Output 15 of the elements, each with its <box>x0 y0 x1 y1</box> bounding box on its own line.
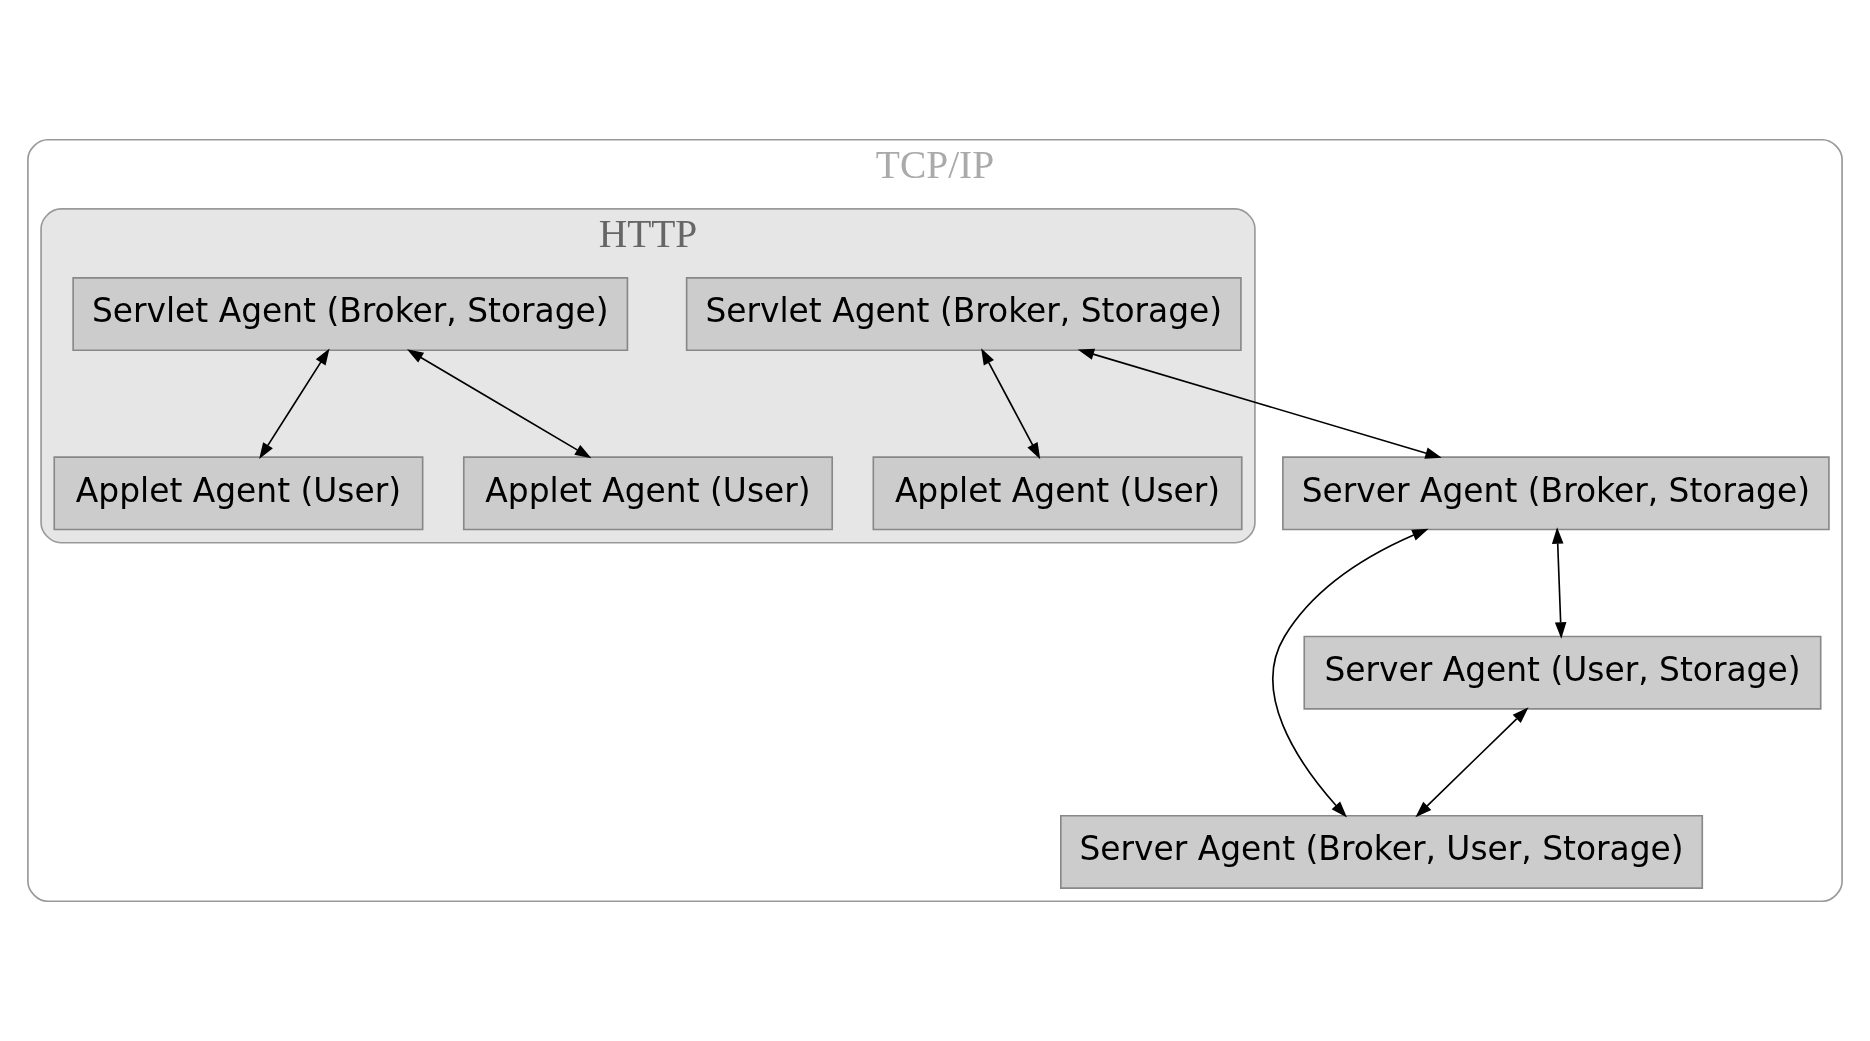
node-box: Server Agent (Broker, User, Storage) <box>1060 814 1704 889</box>
arrow <box>1077 348 1442 459</box>
node-box: Servlet Agent (Broker, Storage) <box>72 277 629 352</box>
arrow <box>981 348 1041 460</box>
node-box: Applet Agent (User) <box>872 456 1243 531</box>
arrow <box>1415 707 1529 818</box>
node-box: Applet Agent (User) <box>462 456 834 531</box>
arrow <box>259 348 330 460</box>
node-box: Server Agent (User, Storage) <box>1303 635 1822 710</box>
node-box: Server Agent (Broker, Storage) <box>1282 456 1830 531</box>
node-box: Servlet Agent (Broker, Storage) <box>685 277 1242 352</box>
arrow <box>406 349 592 459</box>
arrow <box>1551 527 1567 639</box>
arrow <box>1272 528 1429 818</box>
node-box: Applet Agent (User) <box>53 456 424 531</box>
